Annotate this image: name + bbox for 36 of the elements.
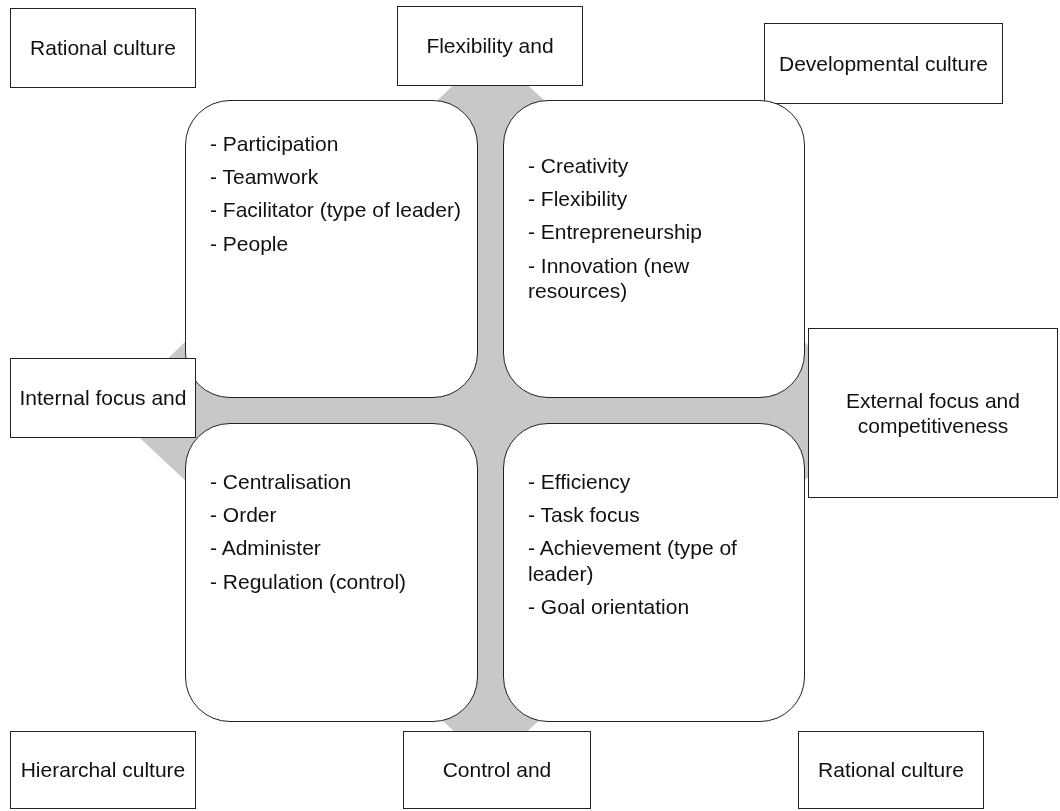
label-text: External focus and competitiveness	[845, 387, 1021, 439]
label-text: Hierarchal culture	[20, 757, 186, 783]
label-box	[10, 731, 196, 809]
bullet-item: - Administer	[210, 535, 322, 561]
bullet-item: - Task focus	[528, 502, 641, 528]
label-text: Internal focus and	[19, 385, 187, 411]
bullet-item: - Teamwork	[210, 164, 320, 190]
bullet-item: - Flexibility	[528, 186, 629, 212]
label-box	[397, 6, 583, 86]
label-text: Control and	[442, 757, 552, 783]
label-text: Flexibility and	[426, 33, 554, 59]
rounded-quadrant-box	[503, 100, 805, 398]
bullet-item: - Efficiency	[528, 469, 632, 495]
label-text: Rational culture	[818, 757, 964, 783]
label-box	[808, 328, 1058, 498]
bullet-item: - People	[210, 230, 290, 256]
bullet-item: - Centralisation	[210, 469, 353, 495]
bullet-item: - Participation	[210, 131, 340, 157]
bullet-item: - Entrepreneurship	[528, 219, 703, 245]
bullet-item: - Facilitator (type of leader)	[210, 197, 461, 223]
bullet-item: - Goal orientation	[528, 593, 691, 619]
bullet-item: - Innovation (new resources)	[528, 252, 691, 303]
bullet-item: - Creativity	[528, 153, 630, 179]
label-box	[10, 8, 196, 88]
bullet-item: - Achievement (type of leader)	[528, 535, 738, 586]
rounded-quadrant-box	[185, 100, 478, 398]
label-box	[798, 731, 984, 809]
label-text: Rational culture	[30, 35, 176, 61]
rounded-quadrant-box	[185, 423, 478, 722]
label-box	[10, 358, 196, 438]
bullet-item: - Regulation (control)	[210, 568, 408, 594]
rounded-quadrant-box	[503, 423, 805, 722]
label-text: Developmental culture	[779, 50, 988, 77]
label-box	[764, 23, 1003, 104]
label-box	[403, 731, 591, 809]
bullet-item: - Order	[210, 502, 278, 528]
